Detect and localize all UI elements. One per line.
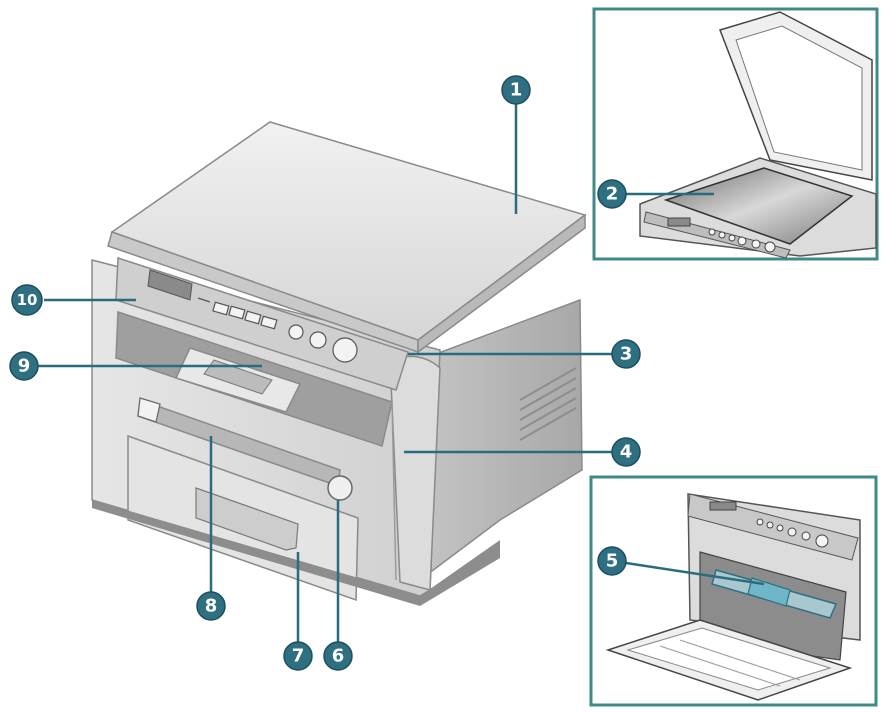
inset-lid-inner <box>735 25 863 171</box>
callout-7-label: 7 <box>292 646 305 667</box>
inset2-buttons <box>709 501 829 548</box>
output-tray-extension <box>203 359 273 395</box>
callout-9: 9 <box>9 351 39 381</box>
inset-door-ribs <box>659 639 801 687</box>
printer-main <box>91 121 587 606</box>
callout-6: 6 <box>323 641 353 671</box>
callout-3: 3 <box>611 339 641 369</box>
callout-1-label: 1 <box>510 80 523 101</box>
callout-8-label: 8 <box>205 596 218 617</box>
inset-mini-buttons <box>667 217 776 253</box>
callout-10: 10 <box>11 284 43 316</box>
inset-scanner-glass <box>592 7 879 261</box>
toner-handle <box>747 577 791 607</box>
callout-2-label: 2 <box>606 184 619 205</box>
panel-buttons <box>197 297 358 363</box>
leader-lines <box>38 104 765 642</box>
callout-7: 7 <box>283 641 313 671</box>
callout-8: 8 <box>196 591 226 621</box>
paper-guide-left <box>137 397 161 423</box>
callout-5-label: 5 <box>606 551 619 572</box>
front-cover-seam <box>391 401 397 581</box>
scanner-lid-side-edge <box>417 213 586 354</box>
callout-1: 1 <box>501 75 531 105</box>
inset-door-inner <box>626 627 832 691</box>
printer-side-panel <box>419 298 583 582</box>
inset-toner-cartridge <box>589 475 878 707</box>
callout-5: 5 <box>597 546 627 576</box>
leader-5 <box>625 561 765 586</box>
callout-9-label: 9 <box>18 356 31 377</box>
scanner-glass <box>663 167 854 245</box>
paper-tray-handle <box>195 487 299 551</box>
paper-guide-right <box>327 475 353 501</box>
callout-4: 4 <box>611 437 641 467</box>
lcd-display <box>147 269 193 301</box>
side-vents <box>519 367 577 441</box>
callout-3-label: 3 <box>620 344 633 365</box>
callout-2: 2 <box>597 179 627 209</box>
callout-6-label: 6 <box>332 646 345 667</box>
callout-10-label: 10 <box>17 291 38 309</box>
callout-4-label: 4 <box>620 442 633 463</box>
